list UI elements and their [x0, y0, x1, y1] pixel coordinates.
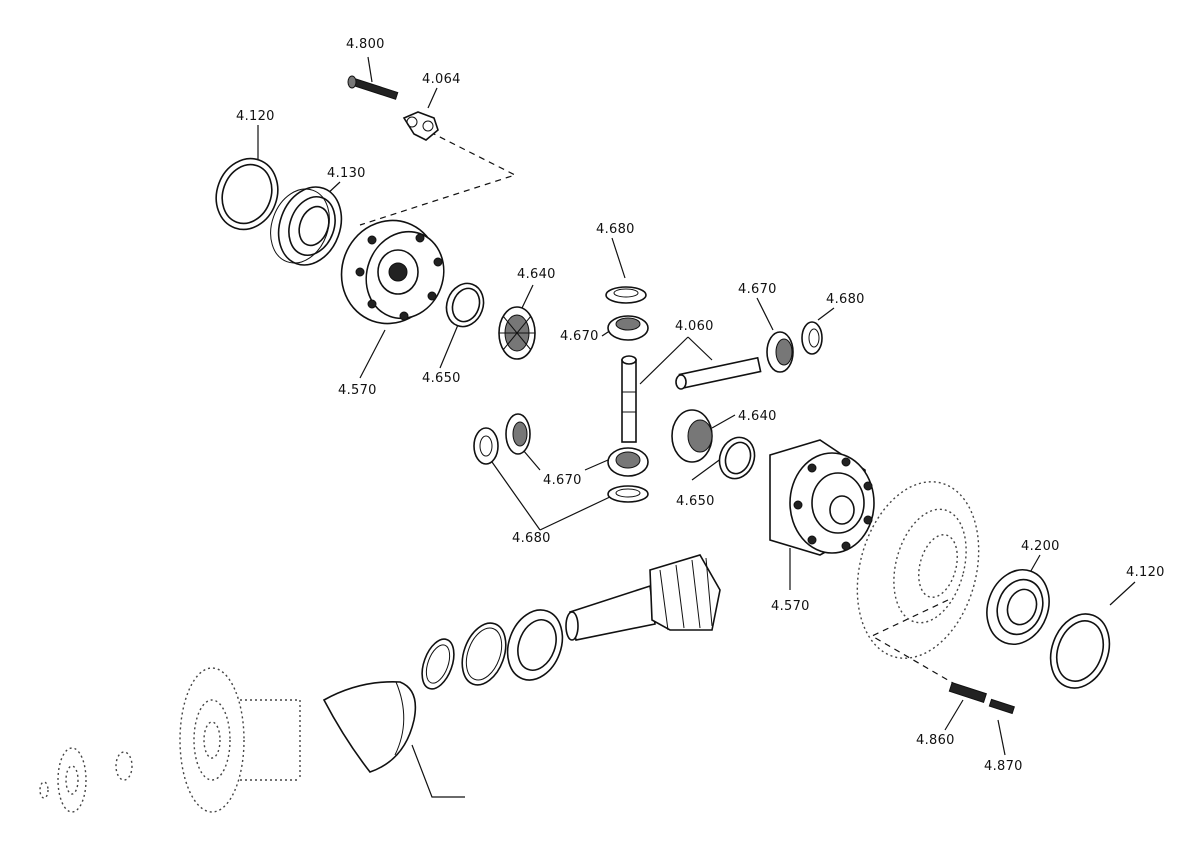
- thrust-washer-4650-right: [718, 436, 756, 480]
- drive-pinion-shaft: [565, 554, 721, 641]
- label-4120-right: 4.120: [1126, 565, 1165, 580]
- diff-housing-4570-left: [340, 219, 445, 325]
- label-4640-top: 4.640: [517, 267, 556, 282]
- spherical-washer-4680-top: [605, 286, 647, 304]
- label-4650-left: 4.650: [422, 371, 461, 386]
- pinion-gear-4670-top: [607, 315, 649, 341]
- spherical-washer-4680-right: [801, 321, 823, 355]
- pinion-gear-4670-bottom: [607, 447, 649, 477]
- label-4870: 4.870: [984, 759, 1023, 774]
- label-4570-left: 4.570: [338, 383, 377, 398]
- label-4860: 4.860: [916, 733, 955, 748]
- pinion-gear-4670-left-lower: [505, 413, 531, 455]
- label-4680-top: 4.680: [596, 222, 635, 237]
- label-4120-left: 4.120: [236, 109, 275, 124]
- spherical-washer-4680-left-lower: [473, 427, 499, 465]
- side-gear-4640-top: [498, 306, 536, 360]
- nut-ghost: [39, 747, 133, 813]
- stud-4860: [948, 682, 987, 703]
- cross-shaft-4060-horizontal: [675, 356, 762, 390]
- part-labels: 4.800 4.064 4.120 4.130 4.570 4.650 4.64…: [236, 37, 1165, 774]
- stud-4870: [988, 698, 1015, 715]
- spherical-washer-4680-bottom: [607, 485, 649, 503]
- bolt-4800: [347, 75, 399, 100]
- label-4130: 4.130: [327, 166, 366, 181]
- label-4680-bottom: 4.680: [512, 531, 551, 546]
- crown-wheel-ghost: [856, 481, 980, 659]
- shim-ring-4120-right: [1049, 613, 1111, 689]
- shaft-ghost: [240, 699, 301, 781]
- leader-lines: [257, 56, 1136, 798]
- label-4064: 4.064: [422, 72, 461, 87]
- label-4670-center-bottom: 4.670: [543, 473, 582, 488]
- label-4680-right: 4.680: [826, 292, 865, 307]
- shim-ring-4120-left: [215, 157, 279, 231]
- label-4670-right: 4.670: [738, 282, 777, 297]
- bearing-4200: [986, 569, 1050, 645]
- pinion-bearing-ring: [506, 609, 564, 681]
- label-4060: 4.060: [675, 319, 714, 334]
- label-4670-center-top: 4.670: [560, 329, 599, 344]
- label-4570-right: 4.570: [771, 599, 810, 614]
- flange-ghost: [179, 667, 245, 813]
- label-4200: 4.200: [1021, 539, 1060, 554]
- pinion-gear-4670-right: [766, 331, 794, 373]
- label-4800: 4.800: [346, 37, 385, 52]
- side-gear-4640-right: [671, 409, 713, 463]
- label-4640-right: 4.640: [738, 409, 777, 424]
- diff-housing-4570-right: [769, 439, 875, 556]
- label-4650-right: 4.650: [676, 494, 715, 509]
- bearing-4130: [270, 186, 343, 266]
- pinion-spacer-ring: [421, 638, 455, 690]
- lock-plate-4064: [402, 111, 439, 141]
- thrust-washer-4650-left: [445, 282, 485, 328]
- pinion-shim-ring: [461, 622, 507, 686]
- cross-shaft-4060-vertical: [621, 355, 637, 443]
- oil-deflector: [322, 681, 417, 773]
